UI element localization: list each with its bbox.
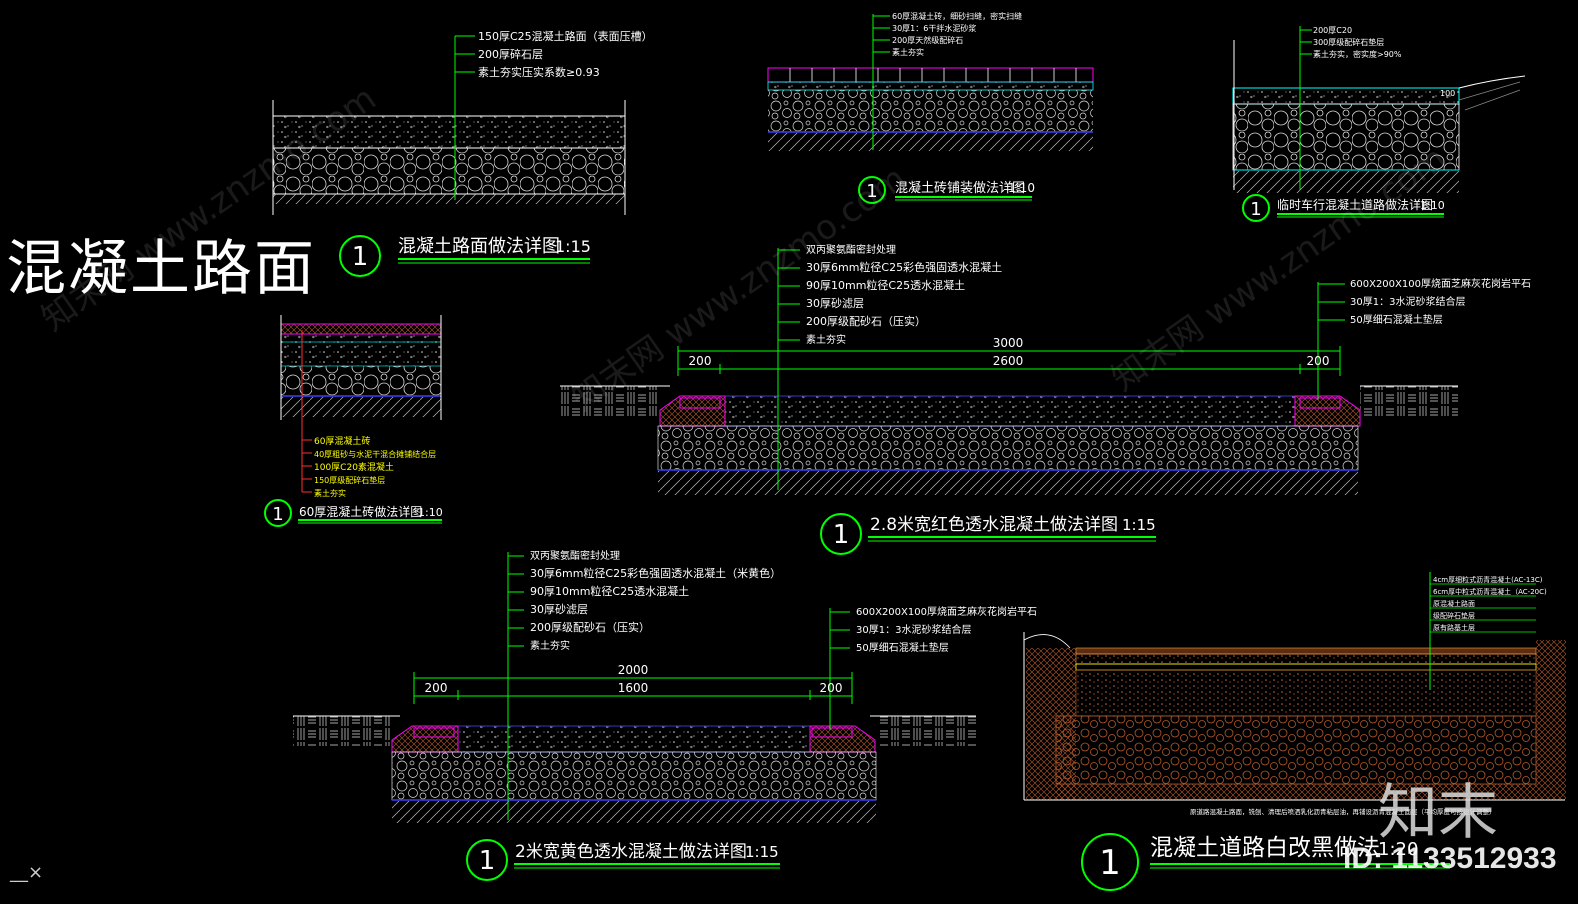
d7-layer-4: 级配碎石垫层 [1433,611,1475,620]
detail-3-temporary-road: 200厚C20 300厚级配碎石垫层 素土夯实，密实度>90% 100 1 临时… [1232,26,1526,222]
d6-layer-2: 30厚6mm粒径C25彩色强固透水混凝土（米黄色） [530,566,781,580]
d4-scale: 1:10 [418,506,443,519]
d2-layer-4: 素土夯实 [892,47,924,57]
d6-layer-3: 90厚10mm粒径C25透水混凝土 [530,584,689,598]
detail-6-yellow-permeable: 双丙聚氨酯密封处理 30厚6mm粒径C25彩色强固透水混凝土（米黄色） 90厚1… [293,549,1037,881]
d3-dim: 100 [1440,89,1455,98]
detail-2-concrete-brick: 60厚混凝土砖，细砂扫缝，密实扫缝 30厚1：6干拌水泥砂浆 200厚天然级配碎… [767,11,1094,204]
d6-number: 1 [479,846,496,876]
d6-curb-3: 50厚细石混凝土垫层 [856,641,949,654]
d6-layer-4: 30厚砂滤层 [530,603,588,616]
d2-layer-1: 60厚混凝土砖，细砂扫缝，密实扫缝 [892,11,1022,21]
d6-layer-6: 素土夯实 [530,639,570,652]
d6-title: 2米宽黄色透水混凝土做法详图 [515,842,747,862]
d5-dim-mid: 2600 [993,354,1024,368]
detail-5-red-permeable: 双丙聚氨酯密封处理 30厚6mm粒径C25彩色强固透水混凝土 90厚10mm粒径… [560,243,1531,555]
d6-scale: 1:15 [745,843,779,861]
d4-layer-4: 150厚级配碎石垫层 [314,475,385,485]
d3-number: 1 [1250,199,1261,220]
d1-number: 1 [352,242,369,272]
d2-layer-3: 200厚天然级配碎石 [892,35,963,45]
d5-layer-6: 素土夯实 [806,333,846,346]
d6-curb-2: 30厚1：3水泥砂浆结合层 [856,623,971,636]
d4-layer-1: 60厚混凝土砖 [314,435,370,447]
detail-7-white-to-black: 4cm厚细粒式沥青混凝土(AC-13C) 6cm厚中粒式沥青混凝土（AC-20C… [1023,572,1566,891]
d5-layer-4: 30厚砂滤层 [806,297,864,310]
d3-scale: 1:10 [1420,199,1445,212]
d5-title: 2.8米宽红色透水混凝土做法详图 [870,515,1118,535]
d5-scale: 1:15 [1122,516,1156,534]
d1-title: 混凝土路面做法详图 [398,236,560,257]
d5-dim-total: 3000 [993,336,1024,350]
d7-layer-3: 原混凝土路面 [1433,599,1475,608]
d6-layer-5: 200厚级配砂石（压实） [530,620,650,634]
d4-title: 60厚混凝土砖做法详图 [299,504,422,519]
d4-layer-2: 40厚粗砂与水泥干混合摊铺结合层 [314,449,436,459]
page-title: 混凝土路面 [6,234,316,304]
d6-curb-1: 600X200X100厚烧面芝麻灰花岗岩平石 [856,605,1037,618]
d7-layer-5: 原有路基土层 [1433,623,1475,632]
d5-layer-3: 90厚10mm粒径C25透水混凝土 [806,278,965,292]
watermark-id: ID: 1133512933 [1343,842,1557,875]
watermark-logo: 知末 [1378,778,1498,848]
d7-layer-2: 6cm厚中粒式沥青混凝土（AC-20C) [1433,587,1547,596]
d4-number: 1 [272,504,283,525]
d6-dim-left: 200 [425,681,448,695]
d5-layer-5: 200厚级配砂石（压实） [806,314,926,328]
d5-layer-2: 30厚6mm粒径C25彩色强固透水混凝土 [806,260,1002,274]
d4-layer-3: 100厚C20素混凝土 [314,461,394,473]
d1-layer-2: 200厚碎石层 [478,47,543,61]
d2-number: 1 [866,181,877,202]
d4-layer-5: 素土夯实 [314,488,346,498]
detail-4-60-brick: 60厚混凝土砖 40厚粗砂与水泥干混合摊铺结合层 100厚C20素混凝土 150… [264,315,443,527]
d3-layer-3: 素土夯实，密实度>90% [1313,49,1402,59]
d5-layer-1: 双丙聚氨酯密封处理 [806,243,896,256]
d7-layer-1: 4cm厚细粒式沥青混凝土(AC-13C) [1433,575,1543,584]
d6-dim-total: 2000 [618,663,649,677]
d5-dim-right: 200 [1307,354,1330,368]
d5-curb-2: 30厚1：3水泥砂浆结合层 [1350,295,1465,308]
d5-number: 1 [833,520,850,550]
d2-title: 混凝土砖铺装做法详图 [895,180,1025,196]
d3-title: 临时车行混凝土道路做法详图 [1277,197,1433,212]
d7-number: 1 [1099,843,1121,883]
d3-layer-1: 200厚C20 [1313,26,1352,35]
d3-layer-2: 300厚级配碎石垫层 [1313,37,1384,47]
d1-layer-3: 素土夯实压实系数≥0.93 [478,65,600,79]
detail-1-concrete-road: 150厚C25混凝土路面（表面压槽） 200厚碎石层 素土夯实压实系数≥0.93… [272,29,653,277]
d6-dim-right: 200 [820,681,843,695]
d1-layer-1: 150厚C25混凝土路面（表面压槽） [478,29,653,43]
d5-curb-1: 600X200X100厚烧面芝麻灰花岗岩平石 [1350,277,1531,290]
d7-title: 混凝土道路白改黑做法 [1150,835,1380,861]
d6-layer-1: 双丙聚氨酯密封处理 [530,549,620,562]
d7-note: 原道路混凝土路面，铣刨、清理后喷洒乳化沥青粘层油，再铺设沥青混凝土面层（平均厚度… [1190,807,1496,816]
d5-curb-3: 50厚细石混凝土垫层 [1350,313,1443,326]
d1-scale: 1:15 [555,237,591,256]
d6-dim-mid: 1600 [618,681,649,695]
d7-scale: 1:20 [1378,839,1418,860]
corner-mark: __× [10,862,44,883]
d5-dim-left: 200 [689,354,712,368]
d2-scale: 1:10 [1008,181,1035,195]
d2-layer-2: 30厚1：6干拌水泥砂浆 [892,23,976,33]
